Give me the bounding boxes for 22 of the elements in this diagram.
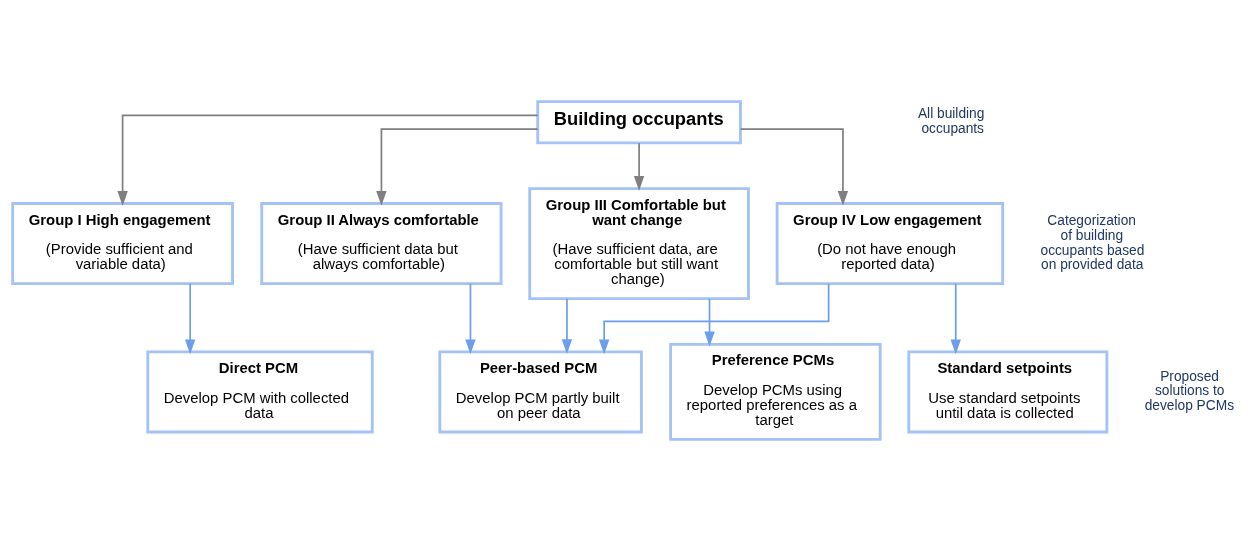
node-box: Standard setpoints Use standard setpoints until data is collected <box>907 349 1109 433</box>
node-box: Group III Comfortable but want change (Have sufficient data, are comfortable but still want change) <box>528 186 750 300</box>
arrow <box>633 142 645 191</box>
arrow <box>184 282 196 354</box>
arrow <box>117 113 539 206</box>
node-box: Preference PCMs Develop PCMs using reported preferences as a target <box>669 342 882 441</box>
arrow <box>950 282 961 354</box>
arrow <box>465 282 476 354</box>
arrow <box>598 282 830 354</box>
arrow <box>739 127 849 206</box>
node-box: Group II Always comfortable (Have sufficient data but always comfortable) <box>260 201 503 285</box>
arrow <box>561 297 573 354</box>
label: All building occupants <box>917 105 985 136</box>
node-box: Direct PCM Develop PCM with collected data <box>146 349 374 433</box>
arrow <box>376 127 539 206</box>
node-box: Group IV Low engagement (Do not have enough reported data) <box>775 201 1005 285</box>
node-box: Group I High engagement (Provide sufficient and variable data) <box>11 201 234 285</box>
node-box: Peer-based PCM Develop PCM partly built on peer data <box>438 349 643 433</box>
label: Categorization of building occupants based on provided data <box>1040 212 1145 272</box>
node-box: Building occupants <box>536 99 742 144</box>
label: Proposed solutions to develop PCMs <box>1144 368 1235 413</box>
arrow <box>704 297 715 347</box>
